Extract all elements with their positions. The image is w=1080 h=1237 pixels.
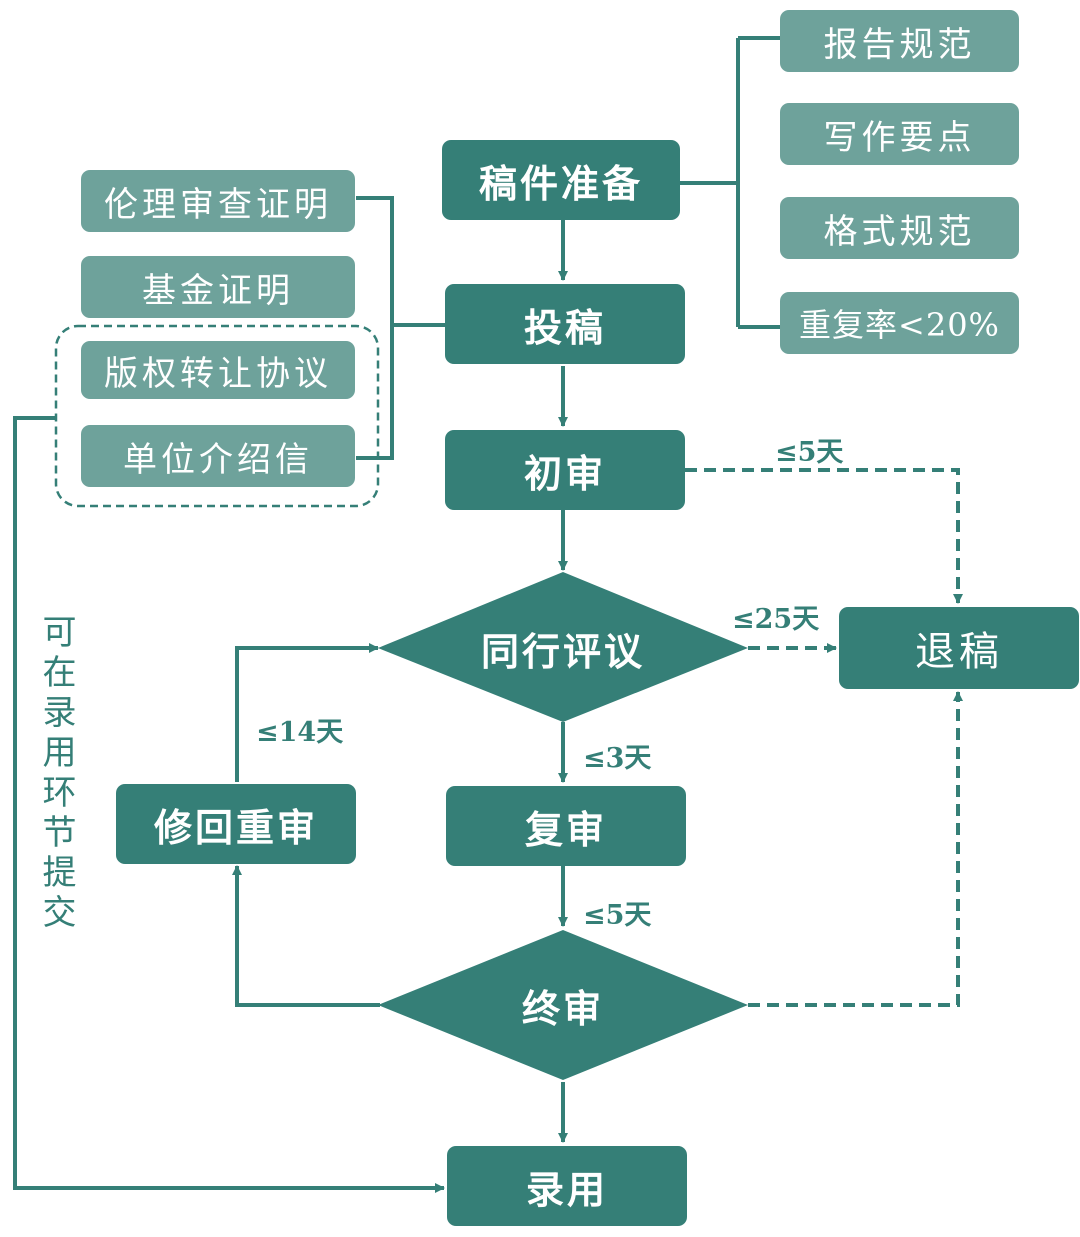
step-label: 修回重审 <box>153 805 318 850</box>
time-initial-reject: ≤5天 <box>775 437 844 468</box>
req-label: 写作要点 <box>823 117 976 158</box>
doc-label: 版权转让协议 <box>104 353 332 394</box>
doc-label: 伦理审查证明 <box>104 184 332 225</box>
step-submit: 投稿 <box>445 284 685 364</box>
step-initial-review: 初审 <box>445 430 685 510</box>
step-label: 退稿 <box>915 629 1003 675</box>
req-label: 重复率<20% <box>799 306 1000 344</box>
doc-unit-letter: 单位介绍信 <box>81 425 355 487</box>
step-label: 录用 <box>525 1167 608 1212</box>
time-peer-reject: ≤25天 <box>732 604 820 635</box>
step-final-review: 终审 <box>400 975 726 1035</box>
doc-label: 单位介绍信 <box>123 439 313 480</box>
step-peer-review: 同行评议 <box>400 618 726 678</box>
step-reject: 退稿 <box>839 607 1079 689</box>
side-note-vertical: 可在录用环节提交 <box>32 610 81 938</box>
req-label: 报告规范 <box>823 24 976 65</box>
doc-fund-proof: 基金证明 <box>81 256 355 318</box>
req-writing-points: 写作要点 <box>780 103 1019 165</box>
req-report-standard: 报告规范 <box>780 10 1019 72</box>
req-duplication-rate: 重复率<20% <box>780 292 1019 354</box>
doc-label: 基金证明 <box>142 270 294 311</box>
time-peer-second: ≤3天 <box>583 743 652 774</box>
step-prepare: 稿件准备 <box>442 140 680 220</box>
step-label: 投稿 <box>523 305 606 350</box>
req-format-standard: 格式规范 <box>780 197 1019 259</box>
step-label: 稿件准备 <box>478 161 643 206</box>
step-second-review: 复审 <box>446 786 686 866</box>
step-label: 同行评议 <box>480 629 645 674</box>
doc-ethics-approval: 伦理审查证明 <box>81 170 355 232</box>
time-second-final: ≤5天 <box>583 900 652 931</box>
doc-copyright-agreement: 版权转让协议 <box>81 341 355 399</box>
step-accept: 录用 <box>447 1146 687 1226</box>
req-label: 格式规范 <box>823 211 976 252</box>
step-label: 复审 <box>524 807 607 852</box>
step-label: 终审 <box>521 986 604 1031</box>
step-revise-rereview: 修回重审 <box>116 784 356 864</box>
time-revise: ≤14天 <box>256 717 344 748</box>
step-label: 初审 <box>523 451 606 496</box>
